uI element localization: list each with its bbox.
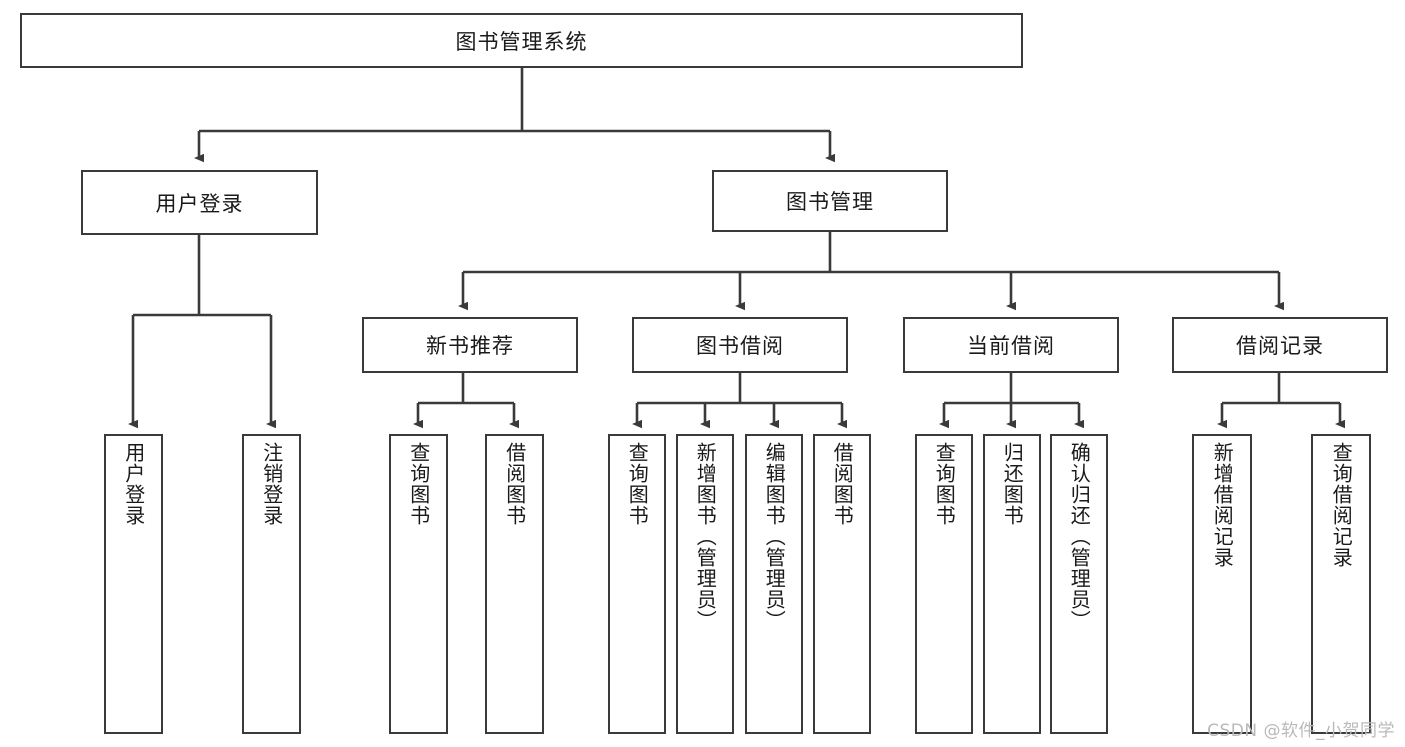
- leaf-current-borrow-return-book[interactable]: 归还图书: [983, 434, 1041, 734]
- watermark-text: CSDN @软件_小贺同学: [1207, 721, 1395, 741]
- node-label: 图书借阅: [696, 334, 784, 358]
- node-book-management[interactable]: 图书管理: [712, 170, 948, 232]
- leaf-new-book-borrow-book[interactable]: 借阅图书: [485, 434, 544, 734]
- node-label: 图书管理: [786, 190, 874, 214]
- leaf-new-book-query-book[interactable]: 查询图书: [389, 434, 448, 734]
- node-borrow-record[interactable]: 借阅记录: [1172, 317, 1388, 373]
- leaf-current-borrow-query-book[interactable]: 查询图书: [915, 434, 973, 734]
- node-label: 借阅记录: [1236, 334, 1324, 358]
- leaf-current-borrow-confirm-return[interactable]: 确认归还（管理员）: [1050, 434, 1108, 734]
- node-label: 借阅图书: [502, 442, 527, 526]
- node-label: 新书推荐: [426, 334, 514, 358]
- node-label: 用户登录: [121, 442, 146, 526]
- leaf-book-borrow-edit-book[interactable]: 编辑图书（管理员）: [745, 434, 803, 734]
- node-label: 编辑图书（管理员）: [762, 442, 787, 631]
- node-label: 当前借阅: [967, 334, 1055, 358]
- leaf-book-borrow-add-book[interactable]: 新增图书（管理员）: [676, 434, 734, 734]
- leaf-borrow-record-add-record[interactable]: 新增借阅记录: [1192, 434, 1252, 734]
- node-label: 查询图书: [625, 442, 650, 526]
- leaf-borrow-record-query-record[interactable]: 查询借阅记录: [1311, 434, 1371, 734]
- leaf-user-login-logout[interactable]: 注销登录: [242, 434, 301, 734]
- node-label: 确认归还（管理员）: [1067, 442, 1092, 631]
- leaf-user-login-login[interactable]: 用户登录: [104, 434, 163, 734]
- node-label: 新增图书（管理员）: [693, 442, 718, 631]
- node-label: 查询图书: [406, 442, 431, 526]
- node-label: 新增借阅记录: [1210, 442, 1235, 568]
- node-label: 查询借阅记录: [1329, 442, 1354, 568]
- node-book-borrow[interactable]: 图书借阅: [632, 317, 848, 373]
- node-current-borrow[interactable]: 当前借阅: [903, 317, 1119, 373]
- node-label: 归还图书: [1000, 442, 1025, 526]
- node-label: 注销登录: [259, 442, 284, 526]
- node-label: 用户登录: [155, 191, 244, 216]
- node-label: 查询图书: [932, 442, 957, 526]
- node-user-login[interactable]: 用户登录: [81, 170, 318, 235]
- node-root-book-management-system[interactable]: 图书管理系统: [20, 13, 1023, 68]
- leaf-book-borrow-query-book[interactable]: 查询图书: [608, 434, 666, 734]
- node-new-book-recommend[interactable]: 新书推荐: [362, 317, 578, 373]
- node-label: 借阅图书: [830, 442, 855, 526]
- node-label: 图书管理系统: [455, 29, 588, 54]
- leaf-book-borrow-borrow-book[interactable]: 借阅图书: [813, 434, 871, 734]
